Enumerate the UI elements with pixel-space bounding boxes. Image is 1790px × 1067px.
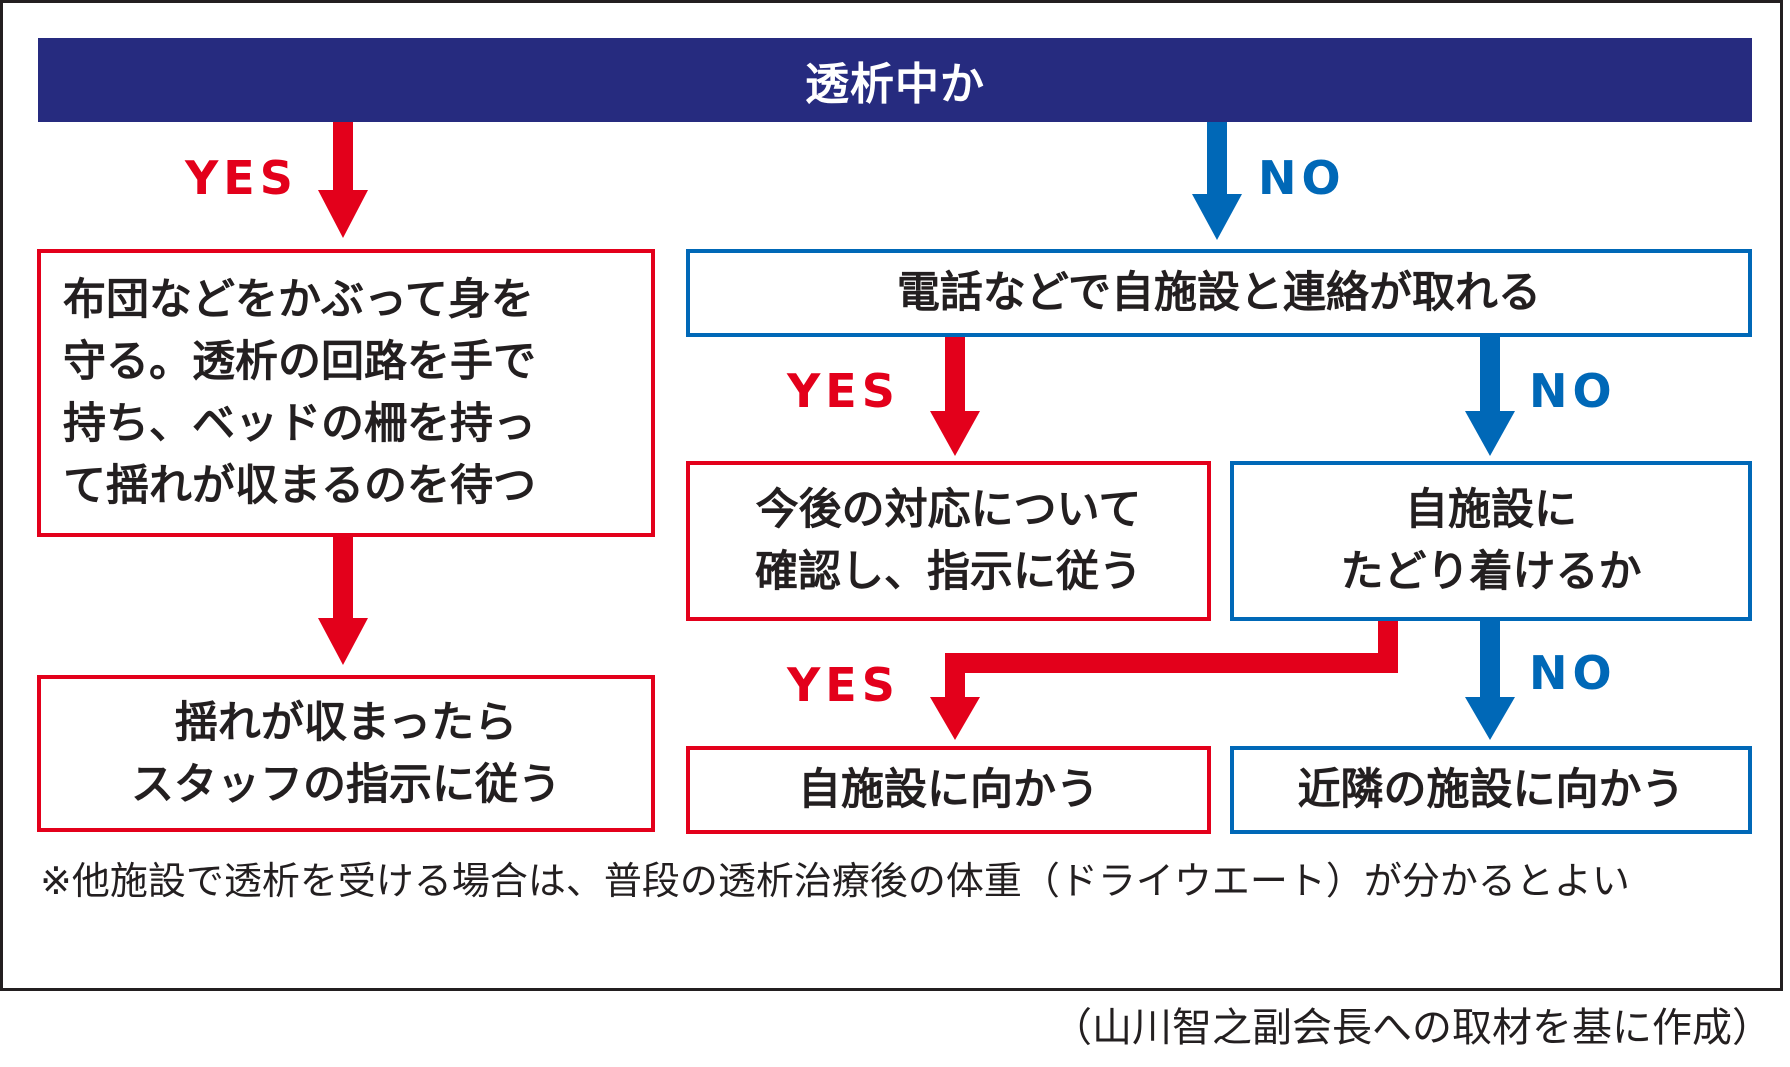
- footnote: ※他施設で透析を受ける場合は、普段の透析治療後の体重（ドライウエート）が分かると…: [40, 859, 1630, 903]
- source-credit: （山川智之副会長への取材を基に作成）: [1052, 1005, 1772, 1051]
- label-no-1: NO: [1258, 151, 1346, 205]
- diagram-frame: [0, 0, 1783, 991]
- box-go-nearby: 近隣の施設に向かう: [1230, 746, 1752, 834]
- box-after-shake: 揺れが収まったら スタッフの指示に従う: [37, 675, 655, 832]
- header-question: 透析中か: [38, 38, 1752, 122]
- label-yes-2: YES: [787, 364, 900, 418]
- box-go-own: 自施設に向かう: [686, 746, 1211, 834]
- box-contact: 電話などで自施設と連絡が取れる: [686, 249, 1752, 337]
- label-no-2: NO: [1529, 364, 1617, 418]
- label-yes-1: YES: [185, 151, 298, 205]
- label-no-3: NO: [1529, 646, 1617, 700]
- box-confirm: 今後の対応について 確認し、指示に従う: [686, 461, 1211, 621]
- box-protect: 布団などをかぶって身を 守る。透析の回路を手で 持ち、ベッドの柵を持っ て揺れが…: [37, 249, 655, 537]
- box-reach: 自施設に たどり着けるか: [1230, 461, 1752, 621]
- label-yes-3: YES: [787, 658, 900, 712]
